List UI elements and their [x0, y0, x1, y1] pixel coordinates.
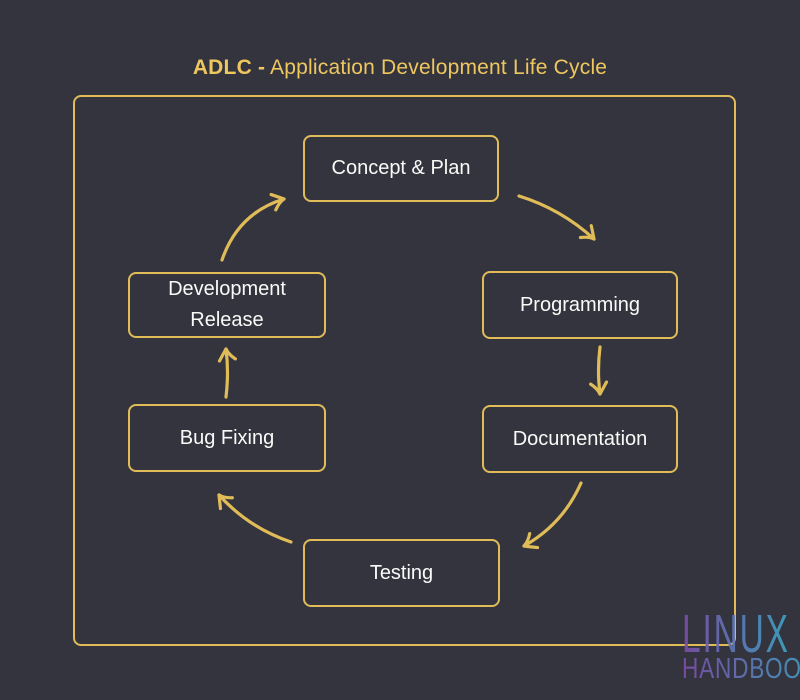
node-label: Testing — [369, 561, 434, 584]
diagram-frame — [73, 95, 736, 646]
watermark-line2: HANDBOOK — [682, 651, 800, 684]
node-development-release: Development Release — [128, 272, 326, 338]
node-label: Programming — [519, 293, 641, 316]
node-testing: Testing — [303, 539, 500, 607]
node-concept-plan: Concept & Plan — [303, 135, 499, 202]
node-label: Development Release — [168, 278, 286, 331]
node-programming: Programming — [482, 271, 678, 339]
node-documentation: Documentation — [482, 405, 678, 473]
title-text: Application Development Life Cycle — [265, 56, 608, 79]
node-label: Concept & Plan — [331, 157, 471, 179]
node-bug-fixing: Bug Fixing — [128, 404, 326, 472]
node-label: Documentation — [512, 427, 648, 450]
linux-handbook-watermark: LINUX HANDBOOK — [682, 603, 800, 685]
page-title: ADLC - Application Development Life Cycl… — [0, 56, 800, 80]
title-abbreviation: ADLC - — [192, 56, 266, 79]
node-label: Bug Fixing — [179, 426, 275, 449]
watermark-line1: LINUX — [682, 603, 790, 664]
